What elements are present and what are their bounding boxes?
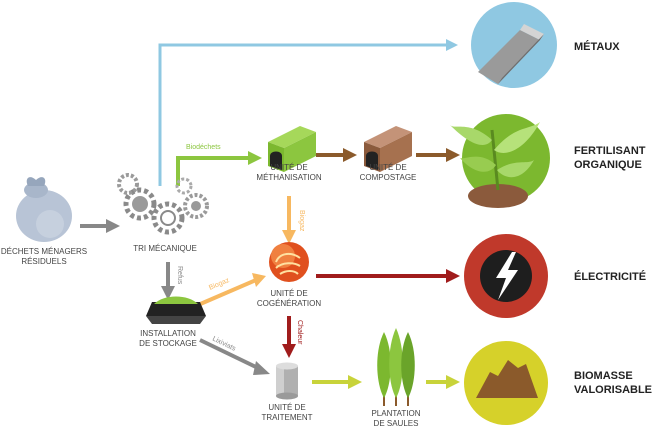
flow-traitement-plantation (312, 375, 362, 389)
cogeneration-label-line1: UNITÉ DE (270, 289, 307, 298)
biodechets-label: Biodéchets (186, 144, 221, 151)
tri-label: TRI MÉCANIQUE (133, 244, 197, 253)
electricite-label: ÉLECTRICITÉ (574, 270, 646, 283)
flow-biogaz-vertical: Biogaz (282, 196, 305, 244)
cogeneration-label-line2: COGÉNÉRATION (257, 299, 322, 308)
stockage-node: INSTALLATION DE STOCKAGE (139, 296, 206, 348)
methanisation-label-line1: UNITÉ DE (270, 163, 307, 172)
flow-methanisation-compostage (316, 148, 357, 162)
biogaz-diagonal-label: Biogaz (208, 277, 231, 292)
fertilisant-label-line1: FERTILISANT (574, 145, 646, 157)
biomasse-label-line2: VALORISABLE (574, 384, 652, 396)
willow-trees-icon (377, 328, 415, 406)
cogeneration-sphere-icon (269, 242, 309, 282)
plantation-node: PLANTATION DE SAULES (371, 328, 421, 428)
flow-chaleur: Chaleur (282, 316, 303, 358)
flow-refus: Refus (161, 262, 183, 300)
compostage-label-line2: COMPOSTAGE (360, 173, 417, 182)
traitement-label-line1: UNITÉ DE (268, 403, 305, 412)
methanisation-label-line2: MÉTHANISATION (256, 173, 321, 182)
cogeneration-node: UNITÉ DE COGÉNÉRATION (257, 242, 322, 308)
lightning-icon (496, 252, 518, 300)
refus-label: Refus (176, 266, 183, 285)
dechets-node: DÉCHETS MÉNAGERS RÉSIDUELS (1, 177, 87, 266)
treatment-tank-icon (276, 362, 298, 400)
gears-icon (117, 173, 209, 235)
compostage-tunnel-icon (364, 126, 412, 172)
dechets-label-line1: DÉCHETS MÉNAGERS (1, 247, 87, 256)
chaleur-label: Chaleur (296, 320, 303, 345)
biomasse-label-line1: BIOMASSE (574, 370, 633, 382)
dechets-label-line2: RÉSIDUELS (21, 257, 66, 266)
traitement-label-line2: TRAITEMENT (261, 413, 312, 422)
flow-compostage-fertilisant (416, 148, 460, 162)
electricite-output: ÉLECTRICITÉ (464, 234, 646, 318)
garbage-bag-icon (16, 177, 72, 242)
compostage-node: UNITÉ DE COMPOSTAGE (360, 126, 417, 182)
tri-node: TRI MÉCANIQUE (117, 173, 209, 253)
stockage-label-line1: INSTALLATION (140, 329, 196, 338)
compostage-label-line1: UNITÉ DE (369, 163, 406, 172)
flow-biogaz-diagonal: Biogaz (197, 273, 266, 307)
metaux-output: MÉTAUX (471, 2, 620, 88)
flow-tri-metaux (158, 39, 458, 186)
metal-bar-icon (478, 24, 544, 84)
stockage-label-line2: DE STOCKAGE (139, 339, 197, 348)
plant-icon (450, 122, 540, 208)
plantation-label-line2: DE SAULES (374, 419, 419, 428)
flow-plantation-biomasse (426, 375, 460, 389)
methanisation-node: UNITÉ DE MÉTHANISATION (256, 126, 322, 182)
fertilisant-label-line2: ORGANIQUE (574, 159, 642, 171)
methanisation-tunnel-icon (268, 126, 316, 172)
biomasse-output: BIOMASSE VALORISABLE (464, 341, 652, 425)
flow-lixiviats: Lixiviats (199, 336, 270, 375)
landfill-icon (146, 296, 206, 324)
flow-biodechets: Biodéchets (176, 144, 262, 186)
biomass-pile-icon (476, 360, 538, 398)
flow-dechets-tri (80, 219, 120, 233)
flow-cogeneration-electricite (316, 269, 460, 283)
metaux-label: MÉTAUX (574, 40, 620, 53)
traitement-node: UNITÉ DE TRAITEMENT (261, 362, 313, 422)
biogaz-vertical-label: Biogaz (298, 210, 305, 232)
fertilisant-output: FERTILISANT ORGANIQUE (450, 114, 646, 208)
plantation-label-line1: PLANTATION (371, 409, 420, 418)
